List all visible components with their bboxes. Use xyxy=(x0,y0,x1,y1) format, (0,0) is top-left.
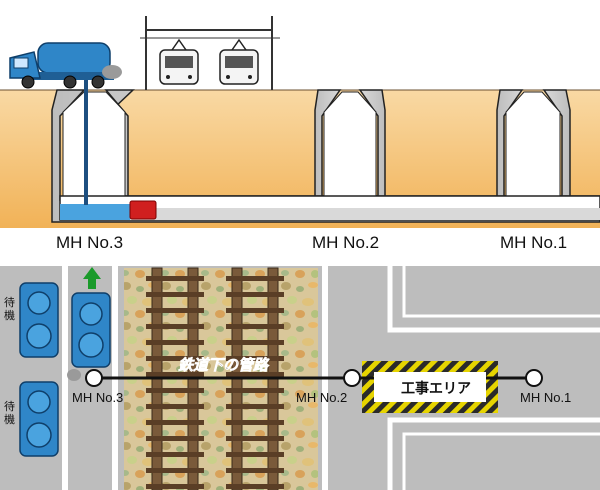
ground-soil xyxy=(0,90,600,228)
railway-overhead xyxy=(140,16,280,90)
section-label-mh1: MH No.1 xyxy=(500,233,567,252)
work-area-label: 工事エリア xyxy=(401,380,471,397)
rail-sleeper xyxy=(146,388,204,393)
rail-sleeper xyxy=(146,324,204,329)
rail-sleeper xyxy=(146,420,204,425)
pipe-route-label: 鉄道下の管路 xyxy=(178,356,270,374)
rail-sleeper xyxy=(226,292,284,297)
train-right xyxy=(219,38,259,85)
rail-sleeper xyxy=(146,436,204,441)
rail-sleeper xyxy=(146,404,204,409)
rail-sleeper xyxy=(146,340,204,345)
truck-topview-active xyxy=(71,292,111,368)
rail-sleeper xyxy=(146,468,204,473)
pipe-robot xyxy=(129,200,157,220)
rail-sleeper xyxy=(226,468,284,473)
manhole-mh1 xyxy=(525,369,543,387)
plan-label-mh3: MH No.3 xyxy=(72,390,123,405)
rail-sleeper xyxy=(146,276,204,281)
standby-label-1: 待機 xyxy=(4,296,15,322)
vacuum-truck xyxy=(9,42,122,89)
section-label-mh2: MH No.2 xyxy=(312,233,379,252)
direction-arrow xyxy=(83,267,101,289)
rail-sleeper xyxy=(146,356,204,361)
rail-sleeper xyxy=(226,372,284,377)
plan-label-mh2: MH No.2 xyxy=(296,390,347,405)
water xyxy=(60,204,130,220)
rail-sleeper xyxy=(226,484,284,489)
truck-topview-standby-1 xyxy=(19,282,59,358)
rail-sleeper xyxy=(226,340,284,345)
rail-sleeper xyxy=(226,388,284,393)
rail-sleeper xyxy=(226,452,284,457)
rail-sleeper xyxy=(226,276,284,281)
standby-label-2: 待機 xyxy=(4,400,15,426)
rail-sleeper xyxy=(146,452,204,457)
rail-sleeper xyxy=(146,292,204,297)
manhole-mh2 xyxy=(343,369,361,387)
manhole-mh3 xyxy=(85,369,103,387)
rail-sleeper xyxy=(226,436,284,441)
rail-sleeper xyxy=(226,420,284,425)
section-label-mh3: MH No.3 xyxy=(56,233,123,252)
train-left xyxy=(159,38,199,85)
rail-sleeper xyxy=(226,356,284,361)
rail-sleeper xyxy=(226,308,284,313)
rail-sleeper xyxy=(146,308,204,313)
section-view xyxy=(0,16,600,228)
plan-label-mh1: MH No.1 xyxy=(520,390,571,405)
truck-topview-standby-2 xyxy=(19,381,59,457)
rail-sleeper xyxy=(226,404,284,409)
rail-sleeper xyxy=(146,372,204,377)
plan-view xyxy=(0,266,600,490)
rail-sleepers xyxy=(146,276,284,489)
rail-sleeper xyxy=(146,484,204,489)
rail-sleeper xyxy=(226,324,284,329)
